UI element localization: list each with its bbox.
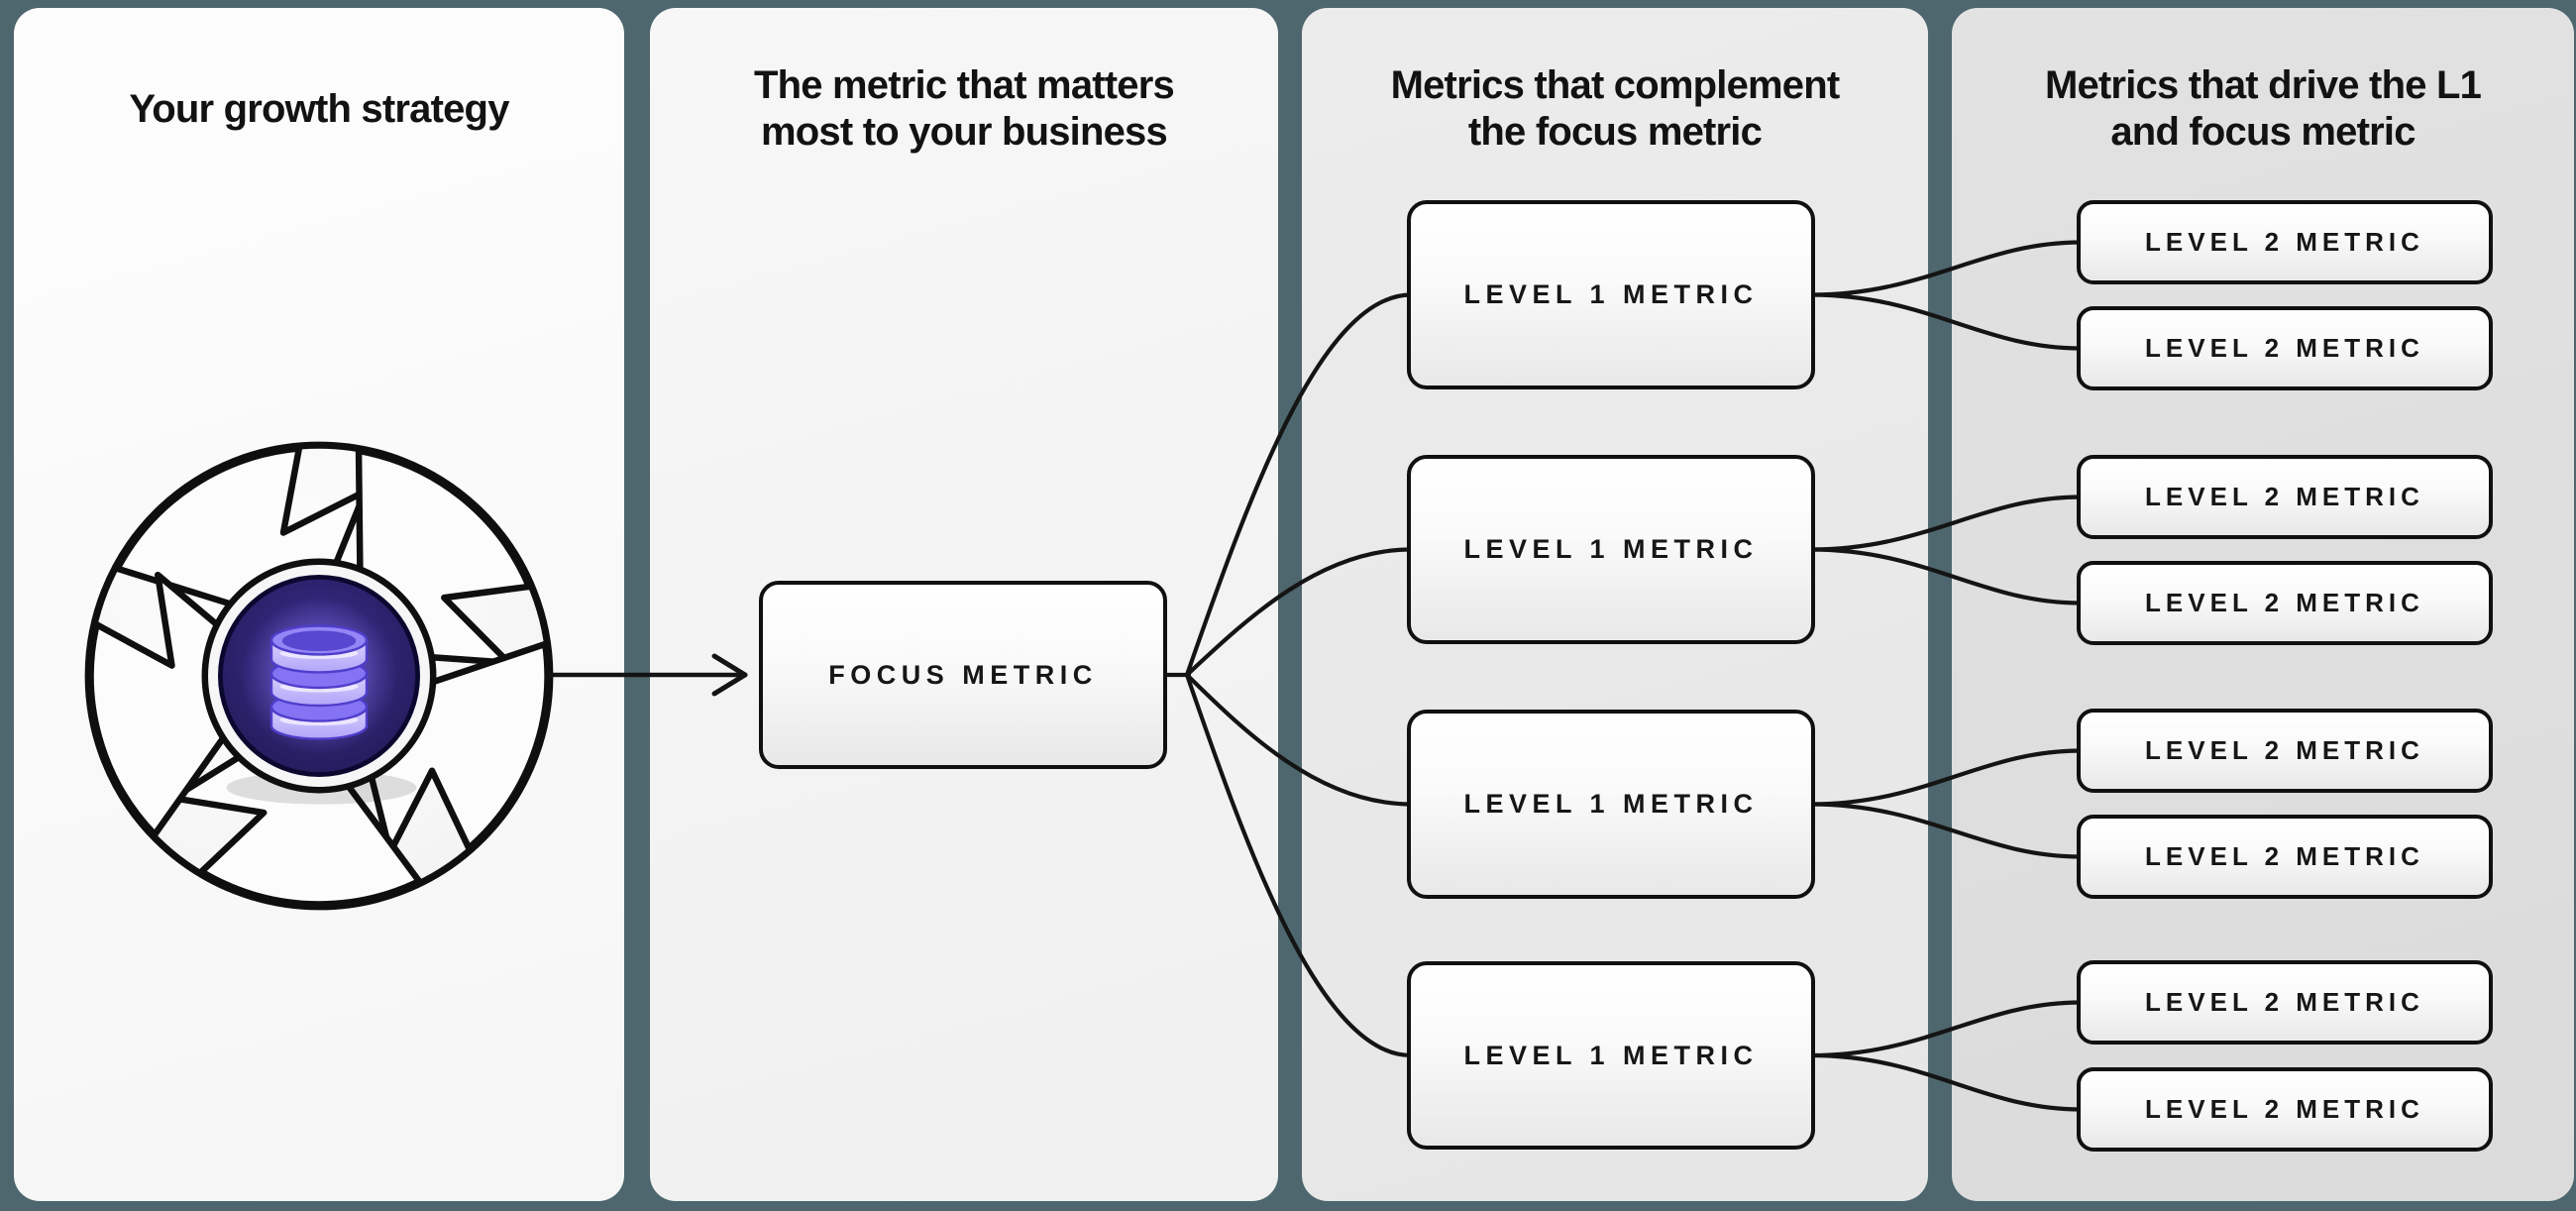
level1-metric-box: LEVEL 1 METRIC [1407,455,1815,644]
focus-fan-connectors [1164,292,1414,1058]
arrow-right-icon [548,653,748,697]
header-line: and focus metric [2110,110,2415,154]
focus-metric-label: FOCUS METRIC [828,659,1098,690]
panel-header: Your growth strategy [14,61,624,157]
flywheel-icon [84,441,554,911]
level2-metric-box: LEVEL 2 METRIC [2077,960,2493,1045]
level1-metric-box: LEVEL 1 METRIC [1407,710,1815,899]
level2-metric-box: LEVEL 2 METRIC [2077,1067,2493,1152]
header-line: Your growth strategy [129,86,509,131]
header-line: the focus metric [1467,110,1763,154]
level2-metric-box: LEVEL 2 METRIC [2077,455,2493,539]
panel-header: Metrics that drive the L1 and focus metr… [1952,61,2574,157]
level2-metric-label: LEVEL 2 METRIC [2145,735,2424,765]
level2-metric-label: LEVEL 2 METRIC [2145,482,2424,511]
level1-metric-label: LEVEL 1 METRIC [1463,534,1759,564]
level1-metric-label: LEVEL 1 METRIC [1463,1040,1759,1070]
header-line: most to your business [761,110,1168,154]
level2-metric-label: LEVEL 2 METRIC [2145,841,2424,871]
level2-metric-box: LEVEL 2 METRIC [2077,561,2493,645]
focus-metric-box: FOCUS METRIC [759,581,1167,769]
level2-metric-box: LEVEL 2 METRIC [2077,306,2493,390]
level1-metric-label: LEVEL 1 METRIC [1463,789,1759,819]
database-icon [269,624,369,740]
l1-l2-connectors [1808,240,2084,1112]
level2-metric-box: LEVEL 2 METRIC [2077,200,2493,284]
header-line: The metric that matters [754,63,1175,107]
panel-header: Metrics that complement the focus metric [1302,61,1928,157]
level1-metric-label: LEVEL 1 METRIC [1463,279,1759,309]
level2-metric-label: LEVEL 2 METRIC [2145,227,2424,257]
level2-metric-label: LEVEL 2 METRIC [2145,1094,2424,1124]
header-line: Metrics that drive the L1 [2044,63,2482,107]
level2-metric-label: LEVEL 2 METRIC [2145,333,2424,363]
level2-metric-box: LEVEL 2 METRIC [2077,815,2493,899]
panel-header: The metric that matters most to your bus… [650,61,1278,157]
panel-focus-metric: The metric that matters most to your bus… [650,8,1278,1201]
level2-metric-box: LEVEL 2 METRIC [2077,709,2493,793]
header-line: Metrics that complement [1390,63,1841,107]
level1-metric-box: LEVEL 1 METRIC [1407,961,1815,1150]
level2-metric-label: LEVEL 2 METRIC [2145,987,2424,1017]
level1-metric-box: LEVEL 1 METRIC [1407,200,1815,389]
level2-metric-label: LEVEL 2 METRIC [2145,588,2424,617]
